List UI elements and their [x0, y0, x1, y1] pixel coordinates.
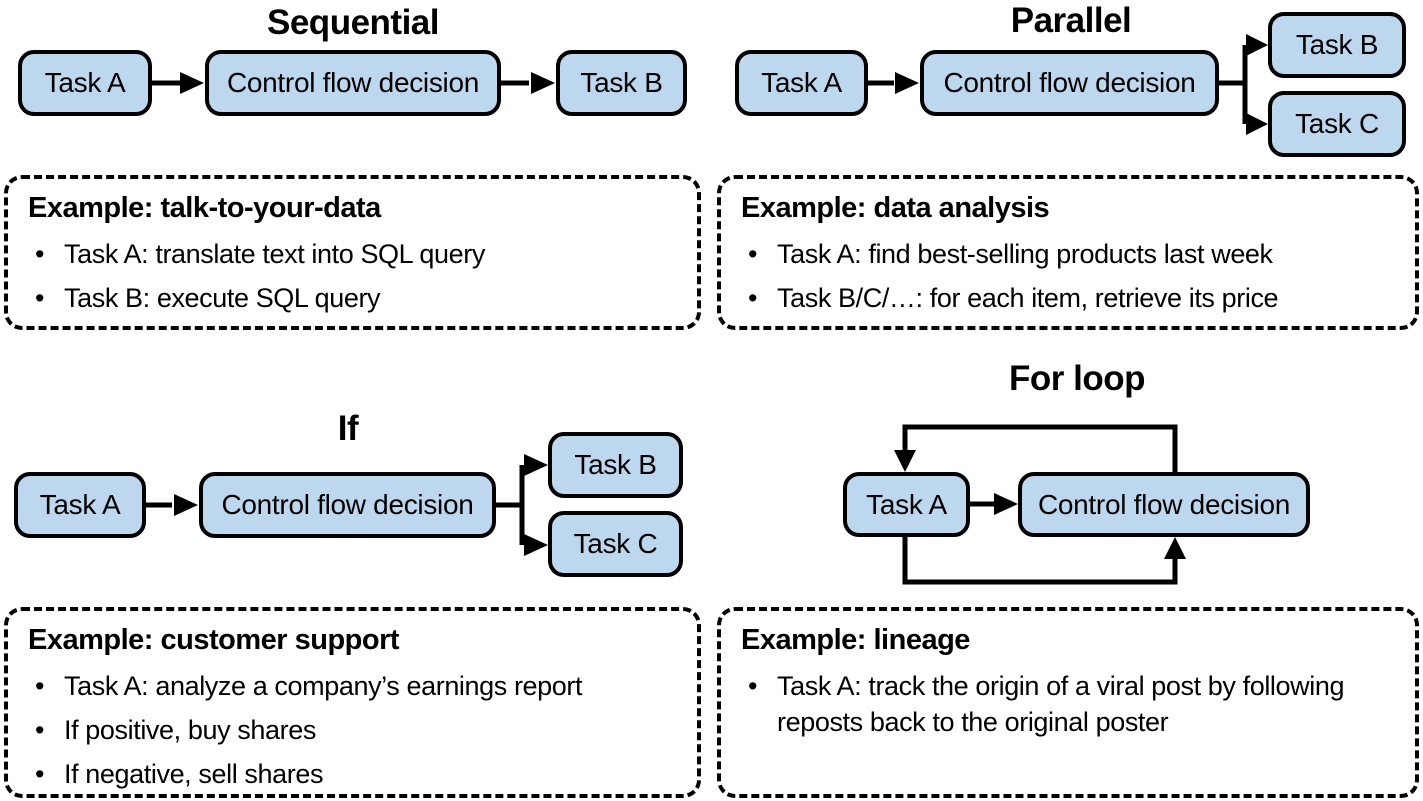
arrowhead-icon [994, 493, 1018, 515]
arrowhead-icon [524, 534, 548, 556]
arrowhead-icon [1164, 537, 1186, 559]
for-loop-task-a-node: Task A [843, 472, 970, 537]
arrowhead-icon [895, 72, 919, 94]
example-bullet: If negative, sell shares [28, 756, 683, 792]
if-arrows [146, 454, 548, 556]
arrowhead-icon [180, 72, 204, 94]
arrowhead-icon [174, 494, 198, 516]
example-bullet: Task A: analyze a company’s earnings rep… [28, 668, 683, 704]
arrowhead-icon [531, 72, 555, 94]
arrowhead-icon [894, 450, 916, 472]
example-heading: Example: talk-to-your-data [28, 192, 381, 224]
example-list: Task A: analyze a company’s earnings rep… [28, 668, 683, 792]
arrowhead-icon [524, 454, 548, 476]
example-list: Task A: find best-selling products last … [741, 236, 1401, 316]
if-task-a-node: Task A [14, 472, 146, 538]
if-task-b-node: Task B [548, 432, 683, 498]
example-heading: Example: data analysis [741, 192, 1050, 224]
example-heading: Example: customer support [28, 624, 400, 656]
parallel-task-b-node: Task B [1268, 12, 1406, 78]
for-loop-example-box: Example: lineage Task A: track the origi… [717, 607, 1419, 798]
arrowhead-icon [1246, 34, 1268, 56]
if-example-box: Example: customer support Task A: analyz… [4, 607, 701, 798]
parallel-arrows [868, 34, 1268, 135]
parallel-task-a-node: Task A [735, 50, 868, 116]
example-list: Task A: translate text into SQL query Ta… [28, 236, 683, 316]
parallel-title: Parallel [1010, 1, 1132, 40]
example-bullet: Task A: find best-selling products last … [741, 236, 1401, 272]
sequential-title: Sequential [267, 3, 439, 42]
example-bullet: Task A: track the origin of a viral post… [741, 668, 1401, 740]
loop-forward-line [902, 537, 1178, 585]
for-loop-arrows [894, 424, 1186, 585]
for-loop-title: For loop [1009, 359, 1145, 398]
loop-back-line [902, 424, 1178, 472]
if-task-c-node: Task C [548, 511, 683, 577]
parallel-decision-node: Control flow decision [920, 50, 1219, 116]
sequential-task-b-node: Task B [556, 50, 687, 116]
sequential-example-box: Example: talk-to-your-data Task A: trans… [4, 175, 701, 330]
arrowhead-icon [1246, 113, 1268, 135]
example-list: Task A: track the origin of a viral post… [741, 668, 1401, 740]
sequential-task-a-node: Task A [18, 50, 152, 116]
example-bullet: Task B: execute SQL query [28, 280, 683, 316]
sequential-decision-node: Control flow decision [205, 50, 501, 116]
example-bullet: If positive, buy shares [28, 712, 683, 748]
parallel-task-c-node: Task C [1268, 91, 1406, 157]
if-decision-node: Control flow decision [199, 472, 496, 538]
example-heading: Example: lineage [741, 624, 970, 656]
parallel-example-box: Example: data analysis Task A: find best… [717, 175, 1419, 330]
sequential-arrows [152, 72, 555, 94]
for-loop-decision-node: Control flow decision [1018, 472, 1310, 537]
example-bullet: Task A: translate text into SQL query [28, 236, 683, 272]
if-title: If [337, 409, 359, 448]
example-bullet: Task B/C/…: for each item, retrieve its … [741, 280, 1401, 316]
